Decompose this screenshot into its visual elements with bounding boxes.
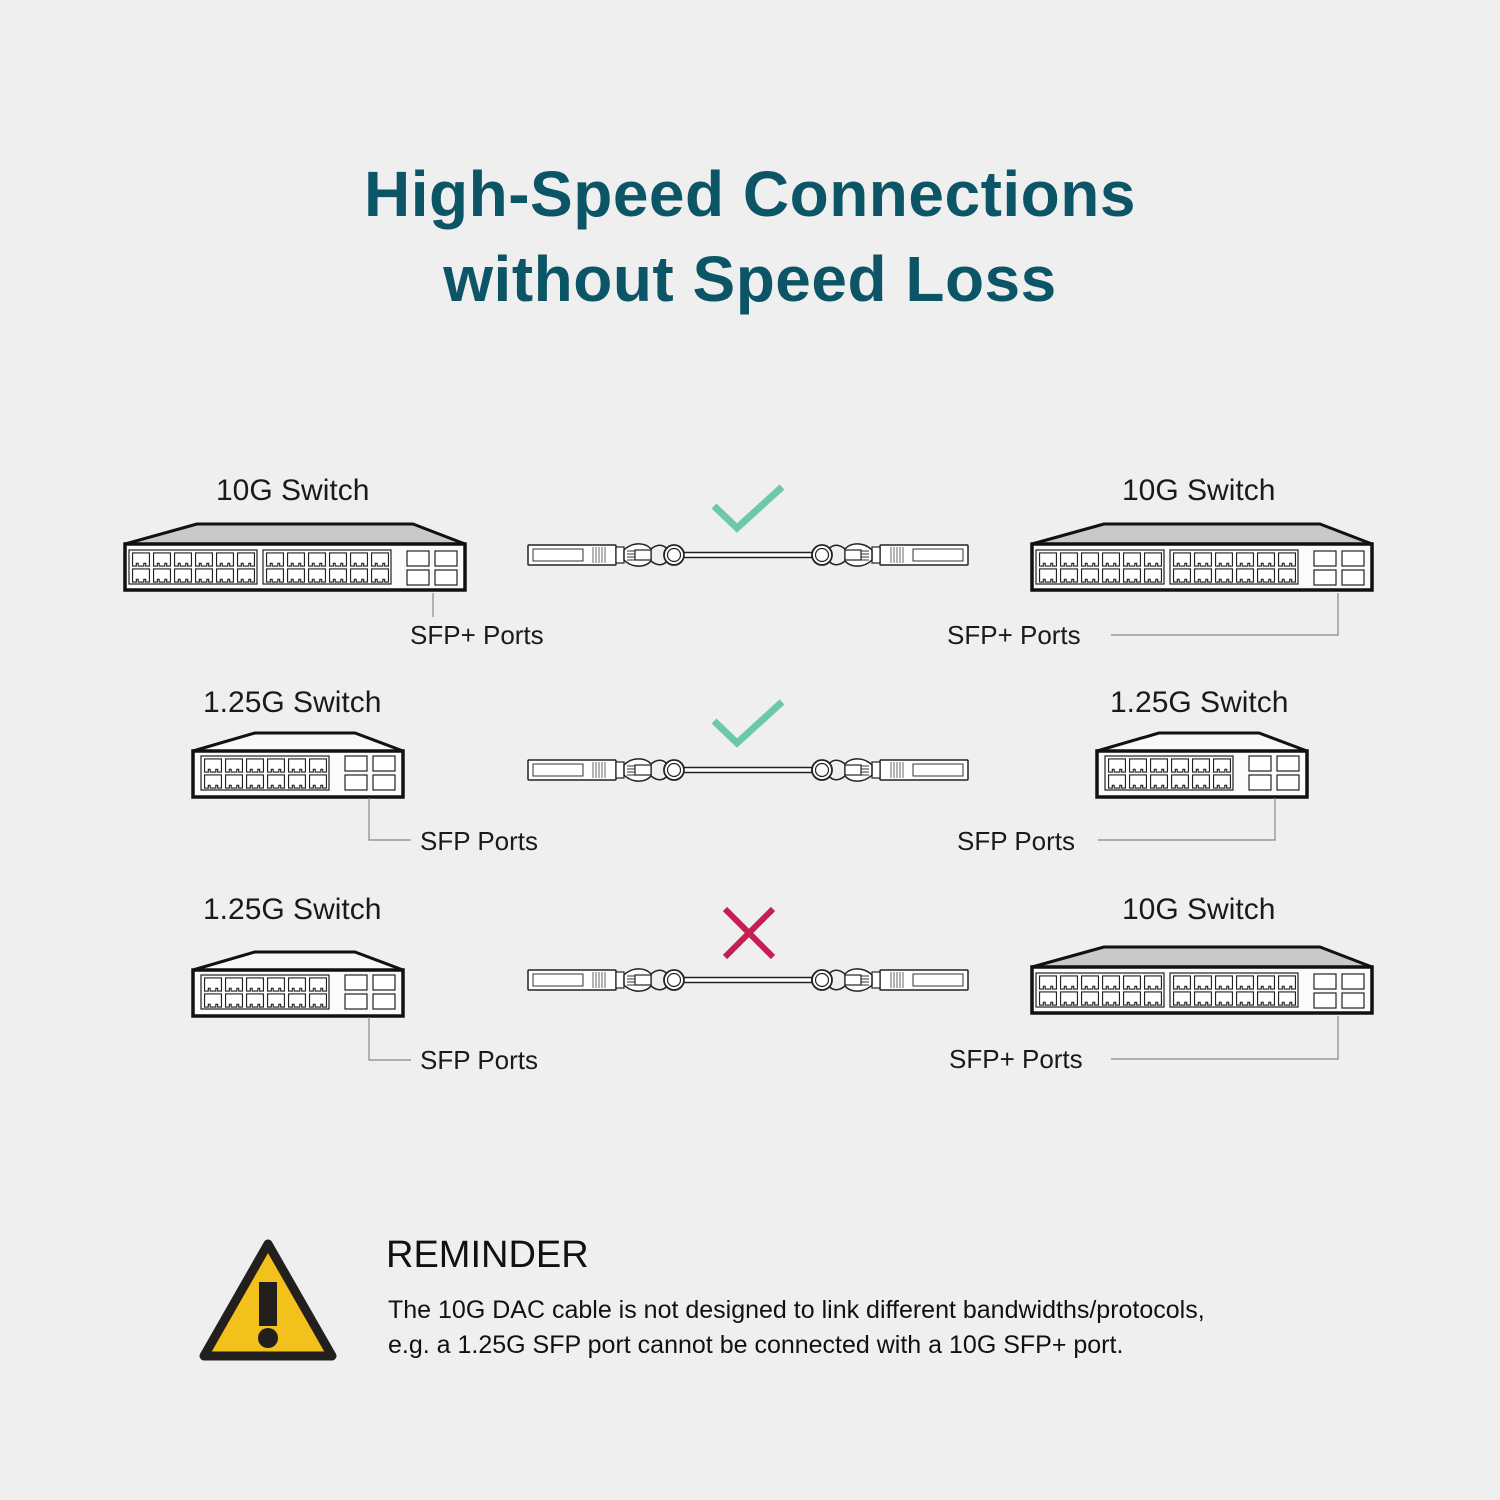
warning-icon — [199, 1239, 337, 1361]
reminder-title: REMINDER — [386, 1234, 589, 1276]
left-switch-label: 10G Switch — [216, 474, 370, 507]
left-port-label: SFP Ports — [420, 1045, 539, 1075]
right-port-label: SFP+ Ports — [947, 620, 1081, 650]
right-switch-label: 1.25G Switch — [1110, 686, 1289, 719]
reminder-line-1: The 10G DAC cable is not designed to lin… — [388, 1296, 1205, 1324]
right-switch-label: 10G Switch — [1122, 893, 1276, 926]
left-port-label: SFP Ports — [420, 826, 539, 856]
reminder-text: The 10G DAC cable is not designed to lin… — [388, 1293, 1205, 1363]
check-icon — [711, 484, 785, 533]
page-title-line-1: High-Speed Connections — [364, 158, 1136, 230]
check-icon — [711, 699, 785, 748]
right-switch-label: 10G Switch — [1122, 474, 1276, 507]
page-title-line-2: without Speed Loss — [443, 243, 1057, 315]
right-port-label: SFP Ports — [957, 826, 1076, 856]
right-port-label: SFP+ Ports — [949, 1044, 1083, 1074]
left-switch-label: 1.25G Switch — [203, 893, 382, 926]
left-port-label: SFP+ Ports — [410, 620, 544, 650]
reminder-line-2: e.g. a 1.25G SFP port cannot be connecte… — [388, 1331, 1124, 1359]
x-icon — [722, 906, 776, 960]
left-switch-label: 1.25G Switch — [203, 686, 382, 719]
